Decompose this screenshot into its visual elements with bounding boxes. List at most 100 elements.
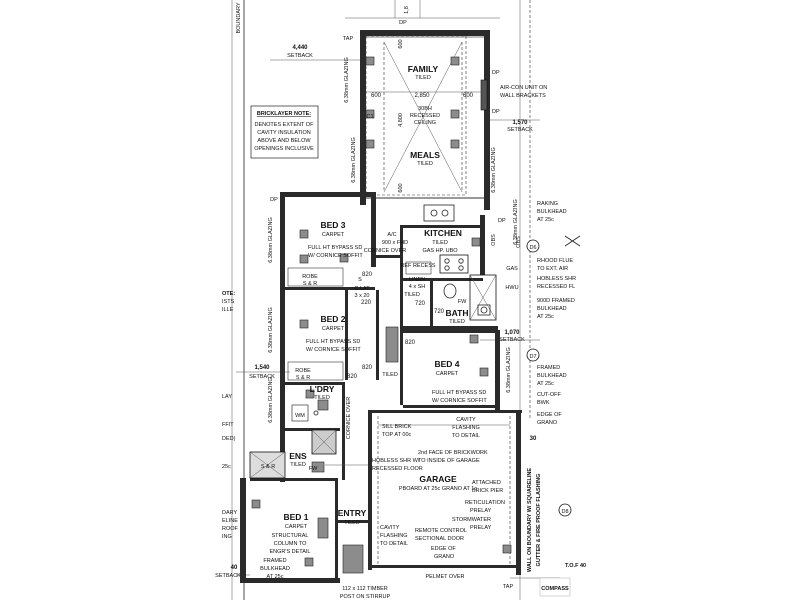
sill-brick-2: TOP AT 00c	[382, 432, 411, 438]
framed900-1: 900D FRAMED	[537, 298, 575, 304]
fw-bath: FW	[458, 299, 467, 305]
dim-600-top: 600	[398, 39, 404, 48]
wm-label: WM	[295, 413, 305, 419]
cornice-over-2: CORNICE OVER	[364, 248, 407, 254]
framed-d7-1: FRAMED	[537, 365, 560, 371]
ceiling-size: 30BH	[418, 106, 432, 112]
timber-2: POST ON STIRRUP	[340, 594, 391, 600]
cavity2-3: TO DETAIL	[380, 541, 408, 547]
marker-d8: D8	[558, 503, 572, 517]
wall-boundary-2: GUTTER & FIRE PROOF FLASHING	[536, 474, 542, 567]
dim-820-ldry: 820	[347, 374, 358, 380]
left-ing: ING	[222, 534, 232, 540]
family-fixtures	[365, 56, 460, 149]
raking-1: RAKING	[537, 201, 558, 207]
bed3-robe: ROBE	[302, 274, 318, 280]
marker-d6: D6	[526, 239, 540, 253]
bed3-room-label: BED 3	[320, 220, 345, 230]
ldry-floor-label: TILED	[314, 395, 330, 401]
edge-grano2-2: GRANO	[434, 554, 455, 560]
bed1-floor-label: CARPET	[285, 524, 308, 530]
remote-1: REMOTE CONTROL	[415, 528, 467, 534]
wc-tiled: TILED	[404, 292, 420, 298]
bed3-floor-label: CARPET	[322, 232, 345, 238]
setback-bottom-value: 40	[231, 565, 238, 571]
raking-3: AT 25c	[537, 217, 554, 223]
dp-kitchen: DP	[498, 218, 506, 224]
obs-2: OBS	[516, 236, 522, 248]
ens-sr: S & R	[261, 464, 275, 470]
bed4-floor-label: CARPET	[436, 371, 459, 377]
left-25c: 25c	[222, 464, 231, 470]
left-lay: LAY	[222, 394, 232, 400]
boundary-label: BOUNDARY	[236, 2, 242, 33]
cavity-flashing-3: TO DETAIL	[452, 433, 480, 439]
setback-right2-value: 1,070	[504, 330, 520, 336]
hwu-label: HWU	[505, 285, 518, 291]
reticulation-1: RETICULATION	[465, 500, 505, 506]
framed900-3: AT 25c	[537, 314, 554, 320]
kitchen-floor-label: TILED	[432, 240, 448, 246]
glazing-kitchen: 6.38mm GLAZING	[513, 199, 519, 245]
kitchen-note: GAS HP. UBO	[422, 248, 458, 254]
laundry-walls	[285, 382, 345, 480]
framed-d7-2: BULKHEAD	[537, 373, 567, 379]
c1-marker: C1	[366, 114, 373, 120]
bed4-walls	[403, 330, 500, 410]
hobless-floor-1: HOBLESS SHR W/	[372, 458, 420, 464]
framed-d7-3: AT 25c	[537, 381, 554, 387]
dim-720: 720	[415, 301, 426, 307]
bed2-room-label: BED 2	[320, 314, 345, 324]
stormwater-2: PRELAY	[470, 525, 492, 531]
light-box	[450, 56, 460, 66]
aircon-line2: WALL BRACKETS	[500, 93, 546, 99]
glazing-bed4: 6.38mm GLAZING	[506, 347, 512, 393]
family-room-label: FAMILY	[408, 64, 439, 74]
left-ote: OTE:	[222, 291, 235, 297]
bath-walls	[403, 274, 498, 330]
meals-floor-label: TILED	[417, 161, 433, 167]
family-floor-label: TILED	[415, 75, 431, 81]
bed1-walls	[240, 478, 340, 583]
light-box	[365, 56, 375, 66]
ac-label: A/C	[387, 232, 396, 238]
structural-3: ENGR'S DETAIL	[270, 549, 311, 555]
ceiling-line2: RECESSED	[410, 113, 440, 119]
brickwork-1: 2nd FACE OF BRICKWORK	[418, 450, 488, 456]
dim-600-right: 600	[463, 93, 474, 99]
bed1-room-label: BED 1	[283, 512, 308, 522]
structural-2: COLUMN TO	[274, 541, 308, 547]
entry-room-label: ENTRY	[338, 508, 367, 518]
tof-label: T.O.F 40	[565, 563, 586, 569]
compass-text: COMPASS	[541, 586, 569, 592]
reticulation-2: PRELAY	[470, 508, 492, 514]
setback-left-value: 1,540	[254, 365, 270, 371]
cavity2-1: CAVITY	[380, 525, 400, 531]
glazing-bed2: 6.38mm GLAZING	[268, 307, 274, 353]
setback-left-label: SETBACK	[249, 374, 275, 380]
obs-1: OBS	[491, 234, 497, 246]
entry-walls	[338, 520, 368, 574]
edge-grano2-1: EDGE OF	[431, 546, 456, 552]
dim-4800: 4,800	[398, 113, 404, 127]
dp-right2: DP	[492, 70, 500, 76]
left-ists: ISTS	[222, 299, 235, 305]
aircon-line1: AIR-CON UNIT ON	[500, 85, 547, 91]
ceiling-line3: CEILING	[414, 120, 436, 126]
bed-wing-walls	[280, 192, 403, 482]
dim-820-bed3: 820	[362, 272, 373, 278]
rhood-1: RHOOD FLUE	[537, 258, 573, 264]
linen-1: LINEN	[409, 277, 425, 283]
bed4-bypass: FULL HT BYPASS SD	[432, 390, 486, 396]
bricklayer-line4: OPENINGS INCLUSIVE	[254, 146, 314, 152]
gas-label: GAS	[506, 266, 518, 272]
bricklayer-note: BRICKLAYER NOTE: DENOTES EXTENT OF CAVIT…	[250, 105, 319, 159]
cutoff-2: BWK	[537, 400, 550, 406]
bed3-cornice: W/ CORNICE SOFFIT	[308, 253, 363, 259]
attached-2: BRICK PIER	[472, 488, 503, 494]
ens-fw: FW	[309, 466, 318, 472]
clat-1: C.LAT	[354, 286, 370, 292]
glazing-family-right: 6.38mm GLAZING	[491, 147, 497, 193]
bed2-cornice: W/ CORNICE SOFFIT	[306, 347, 361, 353]
setback-right-label: SETBACK	[507, 127, 533, 133]
